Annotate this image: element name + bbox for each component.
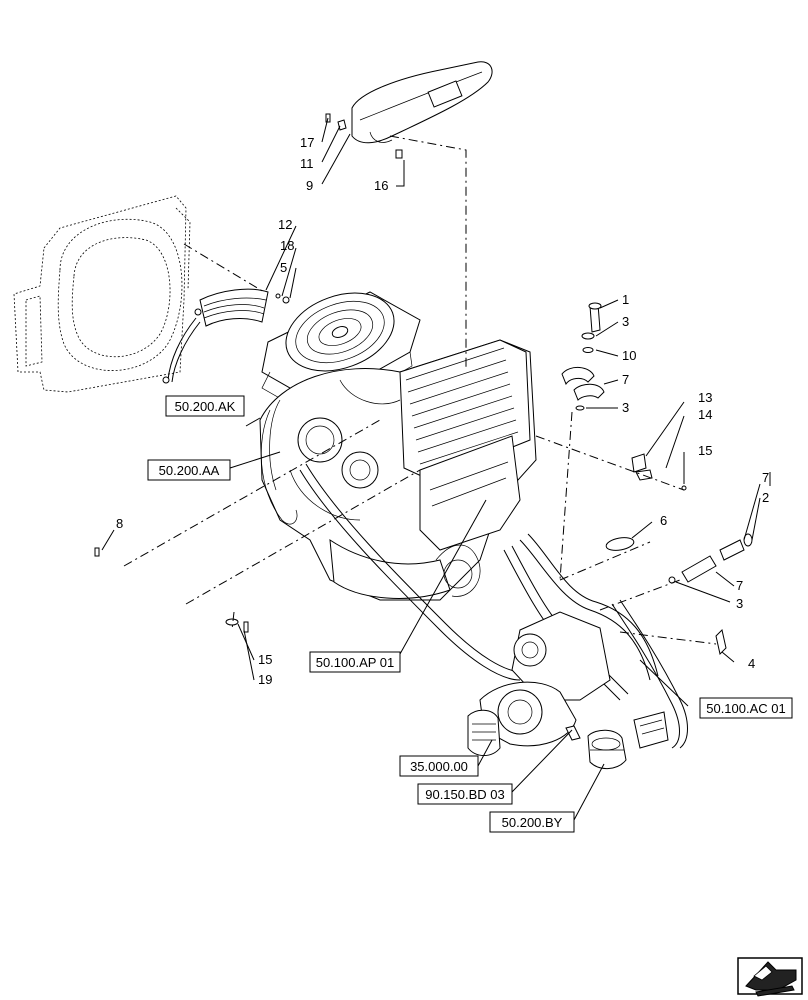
reference-50-200-ak[interactable]: 50.200.AK bbox=[165, 395, 245, 417]
engine-block bbox=[259, 339, 537, 601]
callout-9: 9 bbox=[306, 178, 313, 193]
clamp-bracket bbox=[631, 453, 687, 491]
reference-50-100-ac-01[interactable]: 50.100.AC 01 bbox=[699, 697, 793, 719]
reference-50-200-by[interactable]: 50.200.BY bbox=[489, 811, 575, 833]
cooling-fan bbox=[261, 291, 421, 421]
callout-19: 19 bbox=[258, 672, 272, 687]
hardware-stack bbox=[561, 302, 605, 411]
reference-50-200-aa-label: 50.200.AA bbox=[159, 463, 220, 478]
reference-50-100-ap-01[interactable]: 50.100.AP 01 bbox=[309, 651, 401, 673]
reference-50-200-by-label: 50.200.BY bbox=[502, 815, 563, 830]
callout-15-left: 15 bbox=[258, 652, 272, 667]
callout-7-top: 7 bbox=[622, 372, 629, 387]
callout-3-mid: 3 bbox=[622, 400, 629, 415]
fitting-assembly bbox=[668, 533, 753, 584]
callout-17: 17 bbox=[300, 135, 314, 150]
callout-5: 5 bbox=[280, 260, 287, 275]
callout-3-top: 3 bbox=[622, 314, 629, 329]
reference-35-000-00-label: 35.000.00 bbox=[410, 759, 468, 774]
reference-50-100-ap-01-label: 50.100.AP 01 bbox=[316, 655, 395, 670]
callout-7-right: 7 bbox=[762, 470, 769, 485]
reference-50-200-aa[interactable]: 50.200.AA bbox=[147, 459, 231, 481]
callout-leaders bbox=[101, 117, 771, 821]
o-ring-4 bbox=[715, 629, 727, 655]
alignment-lines bbox=[123, 135, 717, 645]
callout-numbers: 17 11 9 16 12 18 5 1 3 10 7 3 13 14 15 7… bbox=[116, 135, 769, 687]
callout-12: 12 bbox=[278, 217, 292, 232]
bolts-5-18 bbox=[275, 293, 290, 304]
callout-3-low: 3 bbox=[736, 596, 743, 611]
callout-6: 6 bbox=[660, 513, 667, 528]
callout-7-low: 7 bbox=[736, 578, 743, 593]
callout-18: 18 bbox=[280, 238, 294, 253]
bolt-8 bbox=[94, 547, 100, 557]
reference-90-150-bd-03-label: 90.150.BD 03 bbox=[425, 787, 505, 802]
callout-11: 11 bbox=[300, 156, 314, 171]
reference-50-100-ac-01-label: 50.100.AC 01 bbox=[706, 701, 786, 716]
callout-13: 13 bbox=[698, 390, 712, 405]
reference-35-000-00[interactable]: 35.000.00 bbox=[399, 755, 479, 777]
callout-4: 4 bbox=[748, 656, 755, 671]
callout-1: 1 bbox=[622, 292, 629, 307]
reference-50-200-ak-label: 50.200.AK bbox=[175, 399, 236, 414]
next-page-arrow-icon[interactable] bbox=[737, 957, 803, 997]
coolant-hose bbox=[162, 288, 269, 384]
callout-16: 16 bbox=[374, 178, 388, 193]
callout-14: 14 bbox=[698, 407, 712, 422]
bolt-15-19 bbox=[225, 618, 249, 633]
callout-8: 8 bbox=[116, 516, 123, 531]
callout-2: 2 bbox=[762, 490, 769, 505]
hydrostatic-pump bbox=[467, 611, 611, 756]
hose-clamp-6 bbox=[605, 537, 635, 551]
reference-90-150-bd-03[interactable]: 90.150.BD 03 bbox=[417, 783, 513, 805]
callout-15-right: 15 bbox=[698, 443, 712, 458]
callout-10: 10 bbox=[622, 348, 636, 363]
radiator-shroud bbox=[13, 195, 191, 393]
hydraulic-filter bbox=[565, 711, 669, 769]
air-intake-duct bbox=[351, 61, 493, 144]
